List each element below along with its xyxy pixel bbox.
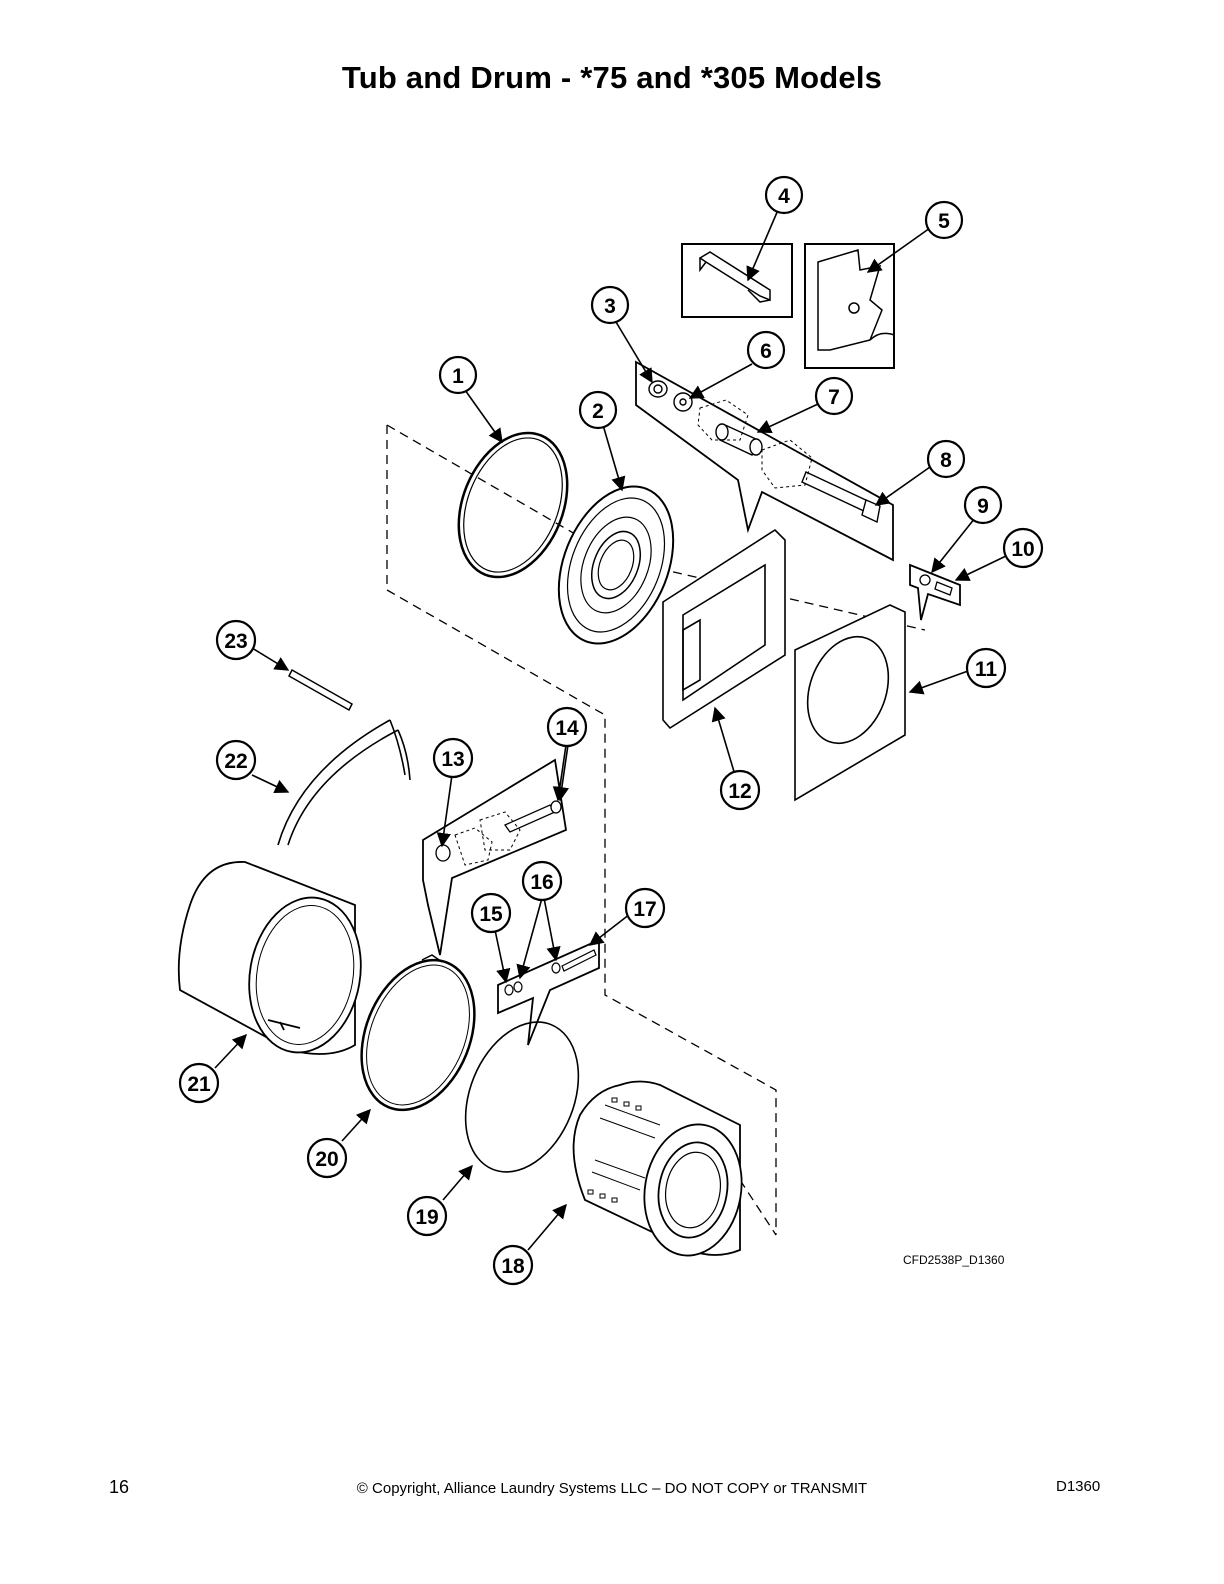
part-11-panel — [794, 604, 906, 802]
svg-text:4: 4 — [778, 185, 790, 208]
callout-11: 11 — [965, 647, 1007, 689]
callout-5: 5 — [924, 200, 964, 240]
copyright-notice: © Copyright, Alliance Laundry Systems LL… — [356, 1480, 868, 1497]
svg-text:19: 19 — [415, 1206, 438, 1229]
callout-7: 7 — [814, 376, 854, 416]
hardware-parts-3-6-7-8 — [648, 380, 881, 524]
svg-text:12: 12 — [728, 780, 751, 803]
callout-6: 6 — [746, 330, 786, 370]
part-21-outer-tub — [177, 861, 362, 1055]
svg-text:16: 16 — [530, 871, 553, 894]
svg-text:11: 11 — [975, 658, 998, 681]
svg-text:20: 20 — [315, 1148, 338, 1171]
callout-10: 10 — [1002, 527, 1044, 569]
part-12-frame — [662, 528, 786, 730]
svg-text:18: 18 — [501, 1255, 525, 1278]
callout-22: 22 — [215, 739, 257, 781]
part-23-rod — [288, 668, 353, 712]
svg-text:21: 21 — [187, 1073, 211, 1096]
callout-14: 14 — [546, 706, 588, 748]
svg-text:7: 7 — [828, 386, 840, 409]
page-number: 16 — [109, 1477, 130, 1497]
callout-21: 21 — [178, 1062, 220, 1104]
page-title: Tub and Drum - *75 and *305 Models — [341, 60, 883, 95]
svg-text:8: 8 — [940, 449, 952, 472]
hardware-panel-13-14 — [422, 758, 567, 956]
callout-17: 17 — [624, 887, 666, 929]
inset-box-part-5 — [804, 243, 895, 369]
callout-3: 3 — [590, 285, 630, 325]
svg-text:3: 3 — [604, 295, 616, 318]
part-19-ring — [464, 1021, 580, 1173]
callout-4: 4 — [764, 175, 804, 215]
part-22-strap — [277, 719, 411, 846]
callout-1: 1 — [438, 355, 478, 395]
callout-18: 18 — [492, 1244, 534, 1286]
part-18-drum — [572, 1080, 743, 1257]
callout-19: 19 — [406, 1195, 448, 1237]
svg-text:1: 1 — [452, 365, 464, 388]
svg-text:17: 17 — [633, 898, 656, 921]
inset-box-part-4 — [681, 243, 793, 318]
svg-text:5: 5 — [938, 210, 950, 233]
svg-text:14: 14 — [555, 717, 579, 740]
hardware-panel-9-10 — [909, 563, 961, 621]
svg-text:13: 13 — [441, 748, 464, 771]
callout-15: 15 — [470, 892, 512, 934]
callout-12: 12 — [719, 769, 761, 811]
callout-16: 16 — [521, 860, 563, 902]
part-20-clamp-ring — [360, 954, 476, 1112]
document-id: D1360 — [1056, 1478, 1101, 1495]
callout-8: 8 — [926, 439, 966, 479]
callout-2: 2 — [578, 390, 618, 430]
svg-text:15: 15 — [479, 903, 503, 926]
svg-text:23: 23 — [224, 630, 247, 653]
callout-20: 20 — [306, 1137, 348, 1179]
svg-text:10: 10 — [1011, 538, 1034, 561]
callout-9: 9 — [963, 485, 1003, 525]
svg-text:9: 9 — [977, 495, 989, 518]
hardware-ghost-lines — [697, 399, 813, 489]
hardware-panel-3-6-7-8 — [635, 360, 894, 562]
leader-lines — [214, 209, 1007, 1251]
svg-text:2: 2 — [592, 400, 604, 423]
callouts: 1 2 3 4 5 6 7 8 9 10 11 12 13 14 15 16 1… — [178, 175, 1044, 1286]
callout-13: 13 — [432, 737, 474, 779]
svg-text:22: 22 — [224, 750, 247, 773]
part-1-gasket-ring — [457, 431, 569, 579]
figure-code: CFD2538P_D1360 — [903, 1253, 1005, 1267]
part-2-rear-plate — [557, 485, 675, 645]
callout-23: 23 — [215, 619, 257, 661]
svg-text:6: 6 — [760, 340, 772, 363]
